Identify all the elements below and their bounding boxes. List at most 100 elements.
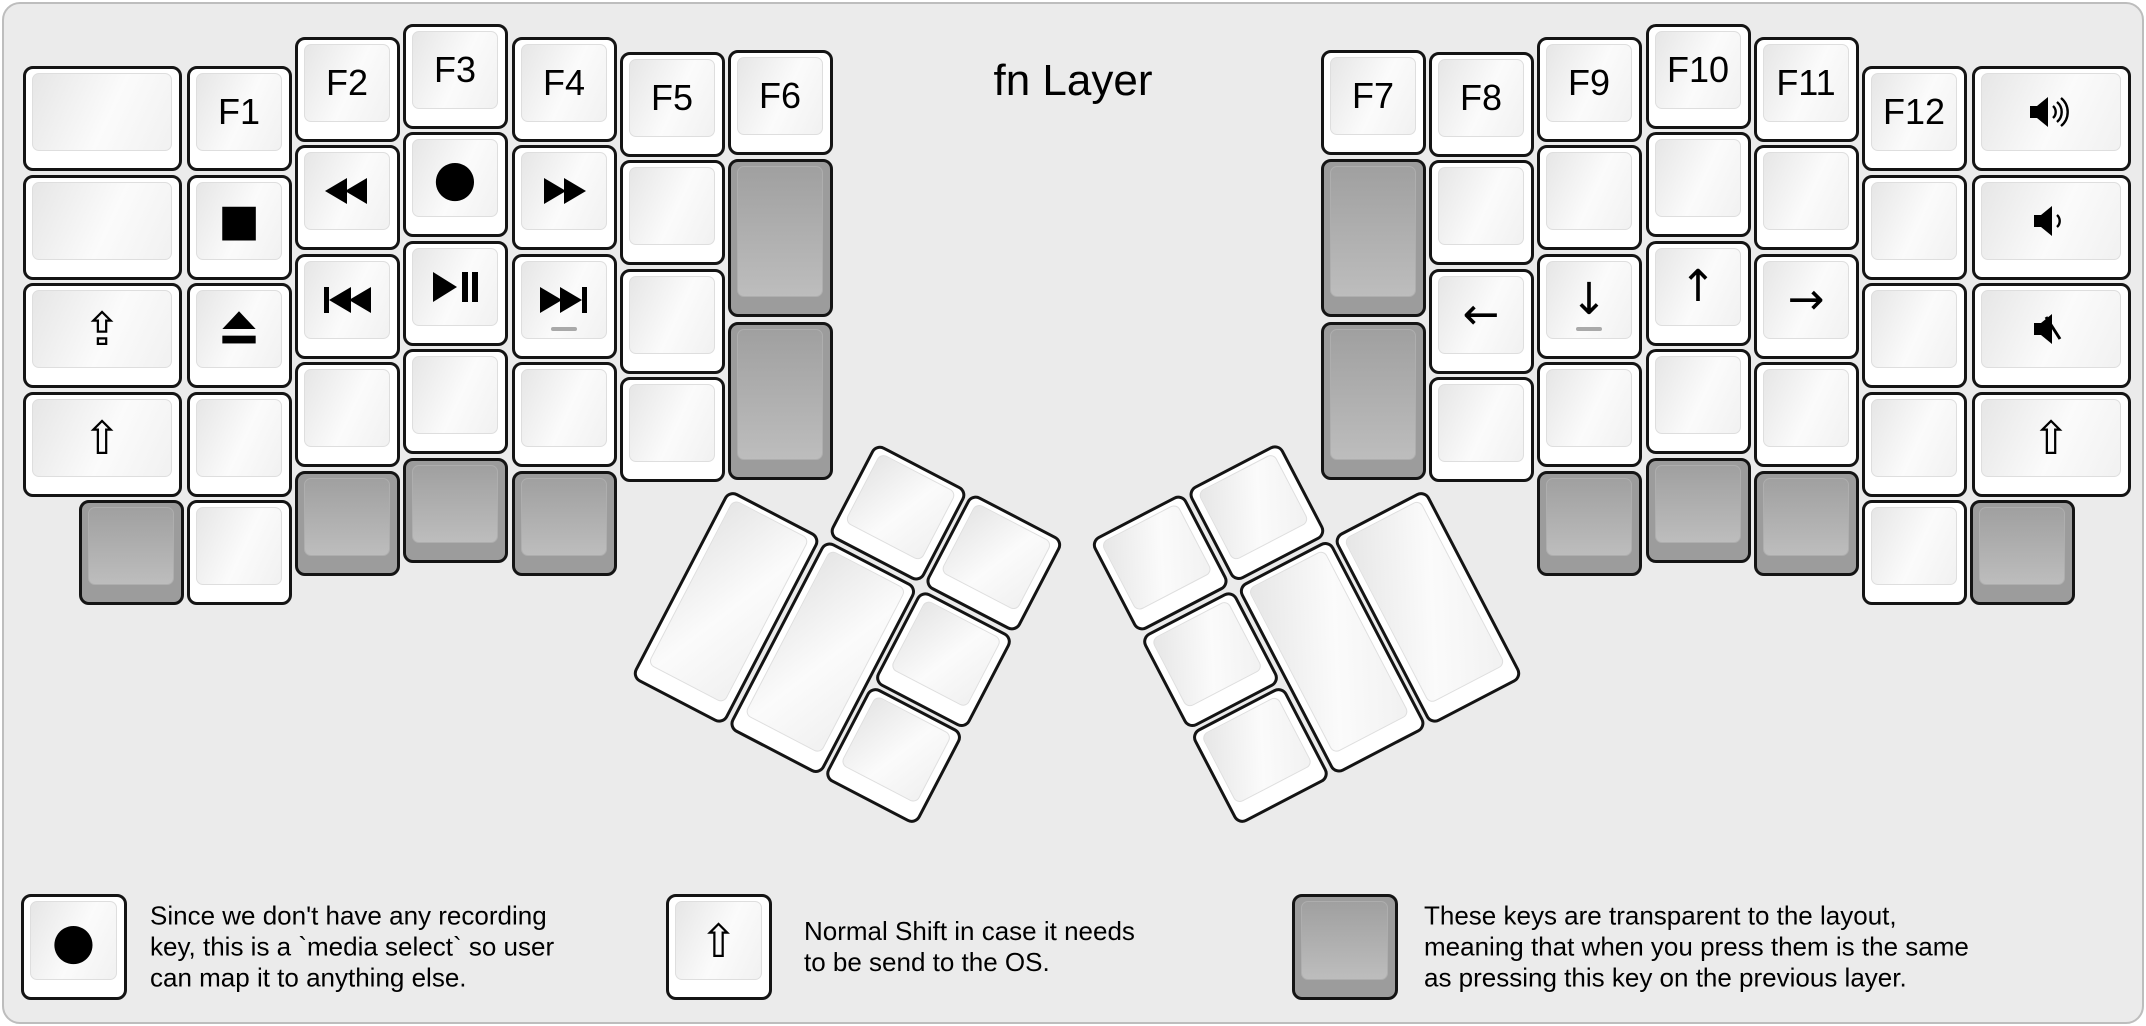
key-blank[interactable] [23,175,182,280]
key-fast-forward[interactable] [512,145,617,250]
key-blank[interactable] [1862,500,1967,605]
key-blank[interactable] [1646,132,1751,237]
key-shift-right[interactable]: ⇧ [1972,392,2131,497]
key-blank[interactable] [1754,362,1859,467]
key-blank[interactable] [403,349,508,454]
key-prev-track[interactable] [295,254,400,359]
key-blank[interactable] [1862,392,1967,497]
key-f5[interactable]: F5 [620,52,725,157]
legend-text-line: key, this is a `media select` so user [150,931,555,962]
key-mute[interactable] [1972,283,2131,388]
key-blank[interactable] [1646,349,1751,454]
key-f8[interactable]: F8 [1429,52,1534,157]
keycap-top: ⇧ [1981,399,2121,477]
key-label: F8 [1459,77,1502,118]
key-transparent[interactable] [728,159,833,317]
eject-icon [222,311,256,344]
key-transparent[interactable] [295,471,400,576]
key-f6[interactable]: F6 [728,50,833,155]
key-f11[interactable]: F11 [1754,37,1859,142]
key-transparent[interactable] [1321,159,1426,317]
key-blank[interactable] [620,377,725,482]
key-f9[interactable]: F9 [1537,37,1642,142]
legend-shift-key: ⇧ [666,894,772,1000]
key-blank[interactable] [1862,175,1967,280]
keycap-top [1871,399,1957,477]
key-blank[interactable] [620,160,725,265]
key-blank[interactable] [187,392,292,497]
key-blank[interactable] [1537,145,1642,250]
key-transparent[interactable] [512,471,617,576]
key-transparent[interactable] [1754,471,1859,576]
key-transparent[interactable] [79,500,184,605]
keycap-top [1100,503,1213,612]
keycap-top [412,248,498,326]
key-label: F5 [650,77,693,118]
keycap-top: ● [30,901,117,980]
key-label: F10 [1666,49,1730,90]
key-arrow-right[interactable]: → [1754,254,1859,359]
keycap-top: ■ [196,182,282,260]
key-shift-left[interactable]: ⇧ [23,392,182,497]
keycap-top [1438,384,1524,462]
key-label: F4 [542,62,585,103]
key-transparent[interactable] [1537,471,1642,576]
key-rewind[interactable] [295,145,400,250]
key-blank[interactable] [512,362,617,467]
key-record[interactable]: ● [403,132,508,237]
key-blank[interactable] [187,500,292,605]
legend-text-line: meaning that when you press them is the … [1424,931,1969,962]
key-blank[interactable] [1537,362,1642,467]
key-label: ⇧ [2031,411,2071,465]
key-blank[interactable] [620,269,725,374]
key-stop[interactable]: ■ [187,175,292,280]
key-volume-down[interactable] [1972,175,2131,280]
key-f4[interactable]: F4 [512,37,617,142]
key-arrow-left[interactable]: ← [1429,269,1534,374]
key-volume-up[interactable] [1972,66,2131,171]
voldown-icon [2034,206,2061,236]
key-f2[interactable]: F2 [295,37,400,142]
key-transparent[interactable] [403,458,508,563]
keycap-top: F9 [1546,44,1632,122]
prev-icon [324,287,371,313]
key-transparent[interactable] [728,322,833,480]
key-arrow-down[interactable]: ↓ [1537,254,1642,359]
key-next-track[interactable] [512,254,617,359]
volup-icon [2030,97,2069,127]
key-f10[interactable]: F10 [1646,24,1751,129]
key-blank[interactable] [1429,160,1534,265]
key-blank[interactable] [1754,145,1859,250]
key-arrow-up[interactable]: ↑ [1646,241,1751,346]
key-f1[interactable]: F1 [187,66,292,171]
key-f12[interactable]: F12 [1862,66,1967,171]
keycap-top: → [1763,261,1849,339]
keycap-top [844,452,957,562]
legend-text-line: can map it to anything else. [150,962,467,993]
keycap-top: ← [1438,276,1524,354]
key-transparent[interactable] [1646,458,1751,563]
key-eject[interactable] [187,283,292,388]
key-play-pause[interactable] [403,241,508,346]
key-blank[interactable] [295,362,400,467]
keycap-top [1438,167,1524,245]
key-transparent[interactable] [1970,500,2075,605]
keycap-top [1981,290,2121,368]
keycap-top [412,465,498,543]
key-blank[interactable] [23,66,182,171]
playpause-icon [433,272,478,302]
key-f7[interactable]: F7 [1321,50,1426,155]
keycap-top [1979,507,2065,585]
ff-icon [544,178,586,204]
key-transparent[interactable] [1321,322,1426,480]
key-blank[interactable] [1429,377,1534,482]
key-blank[interactable] [1862,283,1967,388]
keycap-top [629,384,715,462]
key-f3[interactable]: F3 [403,24,508,129]
keycap-top [304,478,390,556]
key-caps-lock[interactable]: ⇪ [23,283,182,388]
keycap-top [196,507,282,585]
keycap-top [1330,329,1416,460]
keycap-top [1871,182,1957,260]
